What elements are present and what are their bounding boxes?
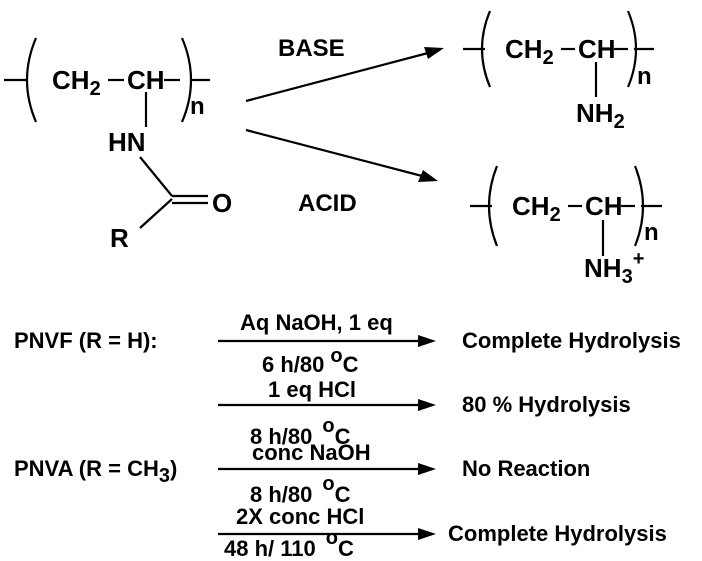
base-label: BASE [278,35,345,62]
reactant-polymer: CH2 CH n HN O R [4,37,232,253]
reagent-label: Aq NaOH, 1 eq [240,310,393,335]
acid-label: ACID [298,190,357,217]
left-parenthesis [487,165,499,247]
repeat-n: n [644,219,659,246]
reagent-label: 2X conc HCl [236,504,364,529]
left-parenthesis [480,10,492,88]
reaction-arrow [218,335,436,347]
nh2-label: NH2 [576,98,625,133]
hn-label: HN [108,127,146,157]
reaction-arrow [218,528,436,540]
ch2-label: CH2 [505,34,554,69]
nh-carbonyl-bond [139,156,173,197]
result-label: Complete Hydrolysis [462,328,681,353]
reagent-label: 1 eq HCl [268,377,356,402]
base-product-polymer: CH2 CH n NH2 [463,10,654,133]
nh3-label: NH3+ [584,248,644,288]
repeat-n: n [190,93,205,120]
r-label: R [110,223,129,253]
result-label: No Reaction [462,456,590,481]
ch-label: CH [585,191,623,221]
reaction-arrow [218,399,436,411]
acid-product-polymer: CH2 CH n NH3+ [470,165,662,288]
oxygen-label: O [212,188,232,218]
result-label: 80 % Hydrolysis [462,392,631,417]
reagent-label: conc NaOH [252,440,371,465]
ch2-label: CH2 [512,191,561,226]
reaction-arrow [218,463,436,475]
result-label: Complete Hydrolysis [448,521,667,546]
ch-label: CH [127,65,165,95]
carbonyl-r-bond [139,198,173,229]
acid-arrow [245,128,438,182]
repeat-n: n [637,63,652,90]
base-arrow [245,47,444,103]
ch2-label: CH2 [52,65,101,100]
polymer-pnvf: PNVF (R = H): [14,328,158,353]
polymer-pnva: PNVA (R = CH3) [14,456,177,487]
ch-label: CH [578,34,616,64]
left-parenthesis [25,37,38,123]
